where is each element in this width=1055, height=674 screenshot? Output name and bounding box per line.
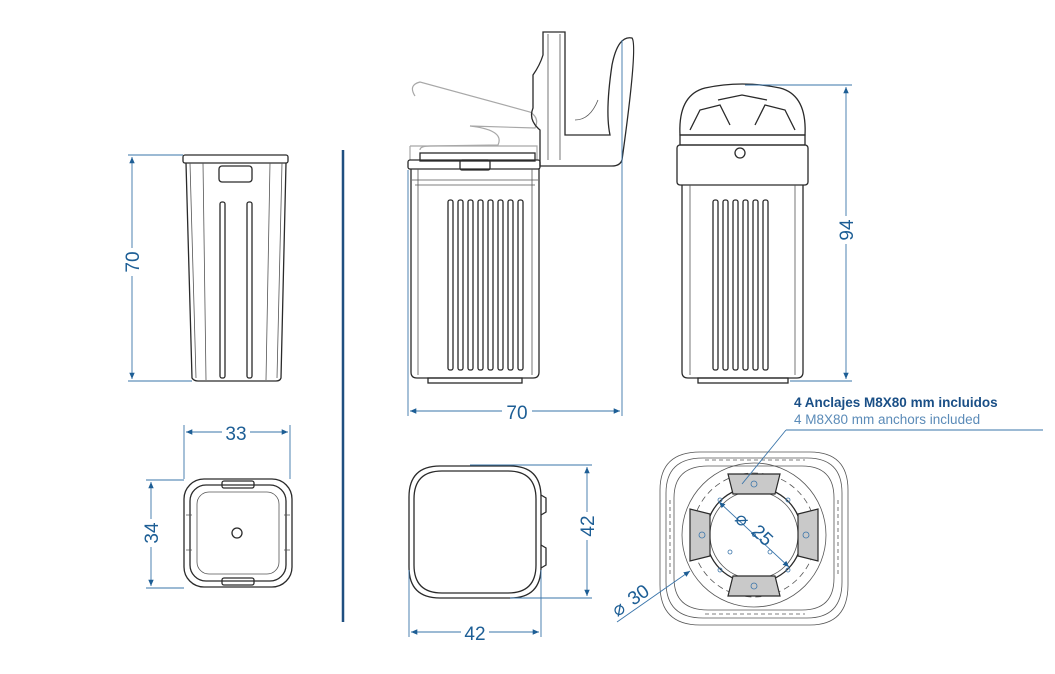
dimension-label: 42: [578, 515, 599, 536]
diameter-symbol: ⌀: [608, 598, 629, 622]
dimension-label: 70: [506, 403, 527, 424]
dimension-depth-34: 34: [141, 479, 184, 589]
dimension-width-33: 33: [183, 422, 291, 479]
dimension-label: 30: [624, 581, 653, 610]
dimension-width-70: 70: [407, 40, 623, 424]
dimension-height-70: 70: [122, 154, 192, 382]
annotation-english: 4 M8X80 mm anchors included: [794, 412, 980, 427]
anchors-annotation: 4 Anclajes M8X80 mm incluidos 4 M8X80 mm…: [741, 395, 1043, 485]
bin-open-lid-side-view: [407, 31, 635, 384]
annotation-spanish: 4 Anclajes M8X80 mm incluidos: [794, 395, 998, 410]
bin-base-view: [659, 451, 849, 626]
dimension-height-94: 94: [745, 84, 858, 382]
dimension-label: 42: [464, 624, 485, 645]
diameter-symbol: ⌀: [730, 508, 753, 531]
dimension-width-42: 42: [408, 570, 542, 645]
dimension-label: 70: [123, 251, 144, 272]
inner-bucket-side-view: [182, 154, 289, 382]
bin-closed-side-view: [676, 83, 809, 384]
inner-bucket-top-view: [183, 478, 293, 588]
dimension-depth-42: 42: [470, 464, 599, 599]
dimension-label: 33: [225, 424, 246, 445]
dimension-diameter-25: ⌀ 25: [718, 501, 790, 568]
dimension-label: 94: [837, 219, 858, 241]
dimension-label: 34: [142, 522, 163, 544]
lid-top-view: [408, 465, 547, 599]
dimension-label: 25: [747, 521, 777, 551]
